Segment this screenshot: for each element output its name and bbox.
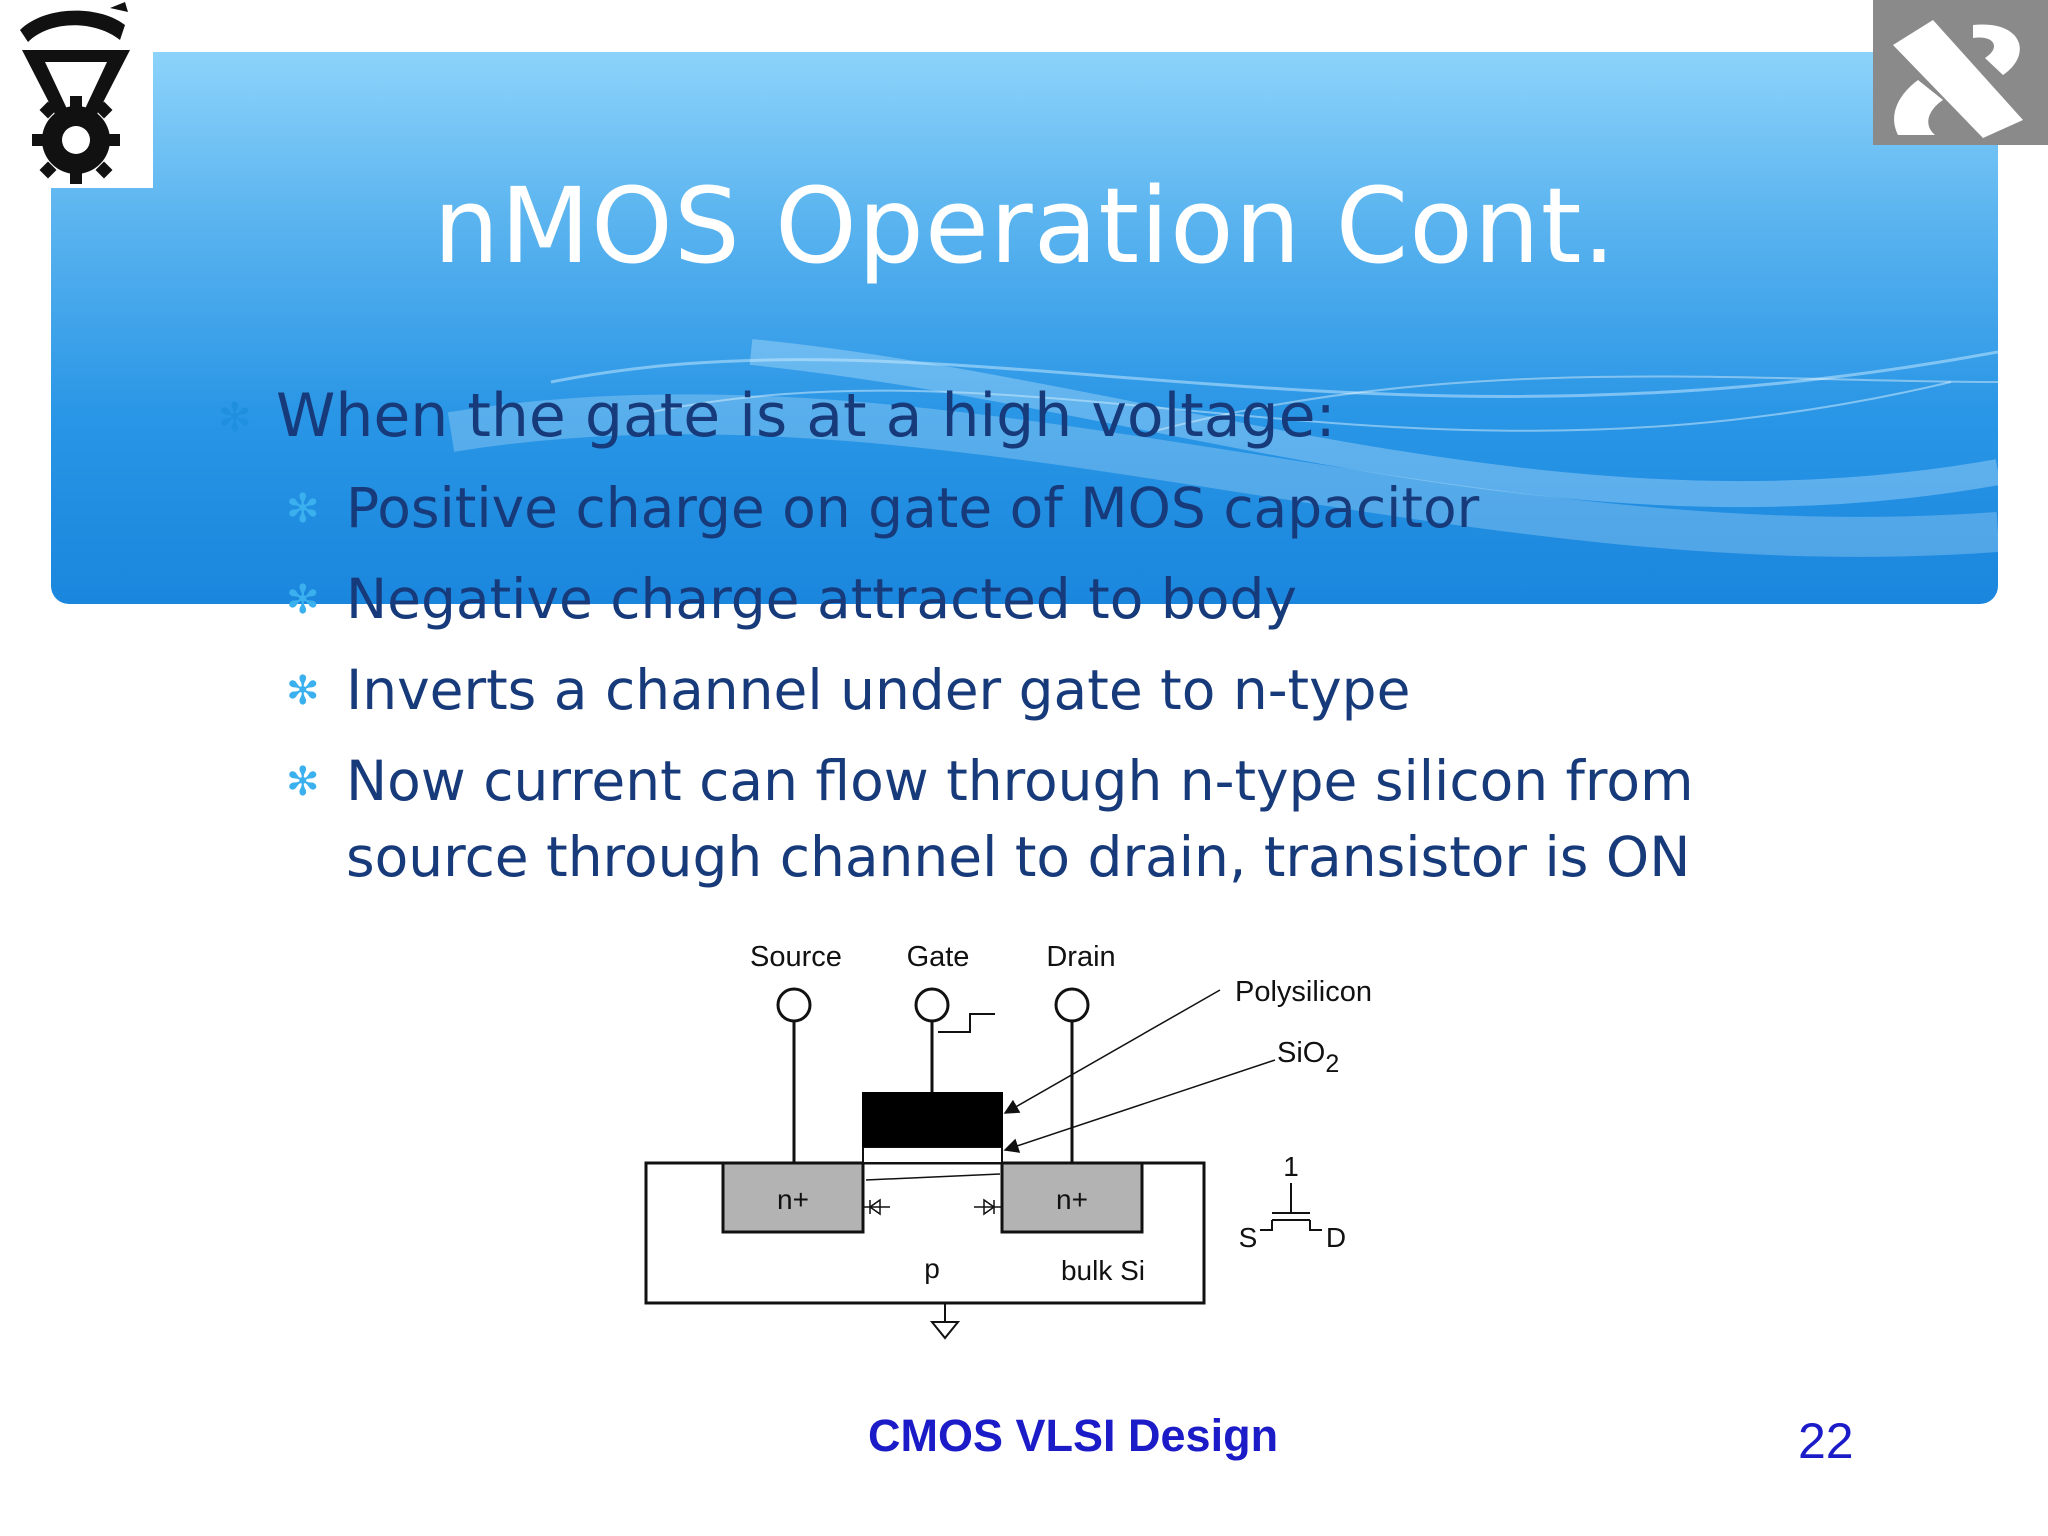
- label-drain: Drain: [1046, 941, 1115, 973]
- drain-region: [1000, 1161, 1144, 1234]
- source-terminal-icon: [776, 987, 812, 1023]
- hebrew-aleph-logo: [1873, 0, 2048, 145]
- drain-terminal-icon: [1054, 987, 1090, 1023]
- bullet-asterisk-icon: ✻: [286, 668, 320, 714]
- sub-bullet: Positive charge on gate of MOS capacitor: [346, 476, 1480, 540]
- technion-logo: [0, 0, 153, 188]
- channel: [865, 1173, 1001, 1181]
- sub-bullet: Inverts a channel under gate to n-type: [346, 658, 1411, 722]
- label-sio2: SiO2: [1277, 1037, 1339, 1078]
- footer-course-title: CMOS VLSI Design: [868, 1410, 1279, 1461]
- symbol-drain-label: D: [1326, 1222, 1346, 1253]
- bullet-asterisk-icon: ✻: [218, 395, 252, 441]
- symbol-gate-label: 1: [1283, 1151, 1299, 1182]
- label-source: Source: [750, 941, 842, 973]
- label-n-plus-source: n+: [777, 1184, 809, 1215]
- diode-icon: [862, 1198, 890, 1216]
- bullet-asterisk-icon: ✻: [286, 577, 320, 623]
- source-region: [721, 1161, 865, 1234]
- label-gate: Gate: [907, 941, 970, 973]
- wave-decoration: [447, 339, 1998, 557]
- gate-terminal-icon: [914, 987, 950, 1023]
- diode-icon: [974, 1198, 1002, 1216]
- label-p: p: [924, 1253, 940, 1284]
- sub-bullet: Negative charge attracted to body: [346, 567, 1297, 631]
- header-band: [51, 52, 1998, 604]
- sub-bullet-line-2: source through channel to drain, transis…: [346, 825, 1691, 889]
- polysilicon-gate: [862, 1092, 1003, 1147]
- gate-oxide: [862, 1146, 1003, 1164]
- label-bulk-si: bulk Si: [1061, 1255, 1145, 1286]
- ground-icon: [929, 1321, 961, 1340]
- logic-high-icon: [938, 1013, 995, 1033]
- nmos-symbol-icon: [1260, 1183, 1322, 1231]
- label-n-plus-drain: n+: [1056, 1184, 1088, 1215]
- symbol-source-label: S: [1239, 1222, 1258, 1253]
- bullet-asterisk-icon: ✻: [286, 759, 320, 805]
- page-number: 22: [1798, 1413, 1854, 1469]
- bullet-asterisk-icon: ✻: [286, 486, 320, 532]
- sub-bullet-line-1: Now current can flow through n-type sili…: [346, 749, 1694, 813]
- main-bullet: When the gate is at a high voltage:: [276, 381, 1336, 451]
- label-polysilicon: Polysilicon: [1235, 976, 1372, 1008]
- slide-title: nMOS Operation Cont.: [433, 165, 1617, 287]
